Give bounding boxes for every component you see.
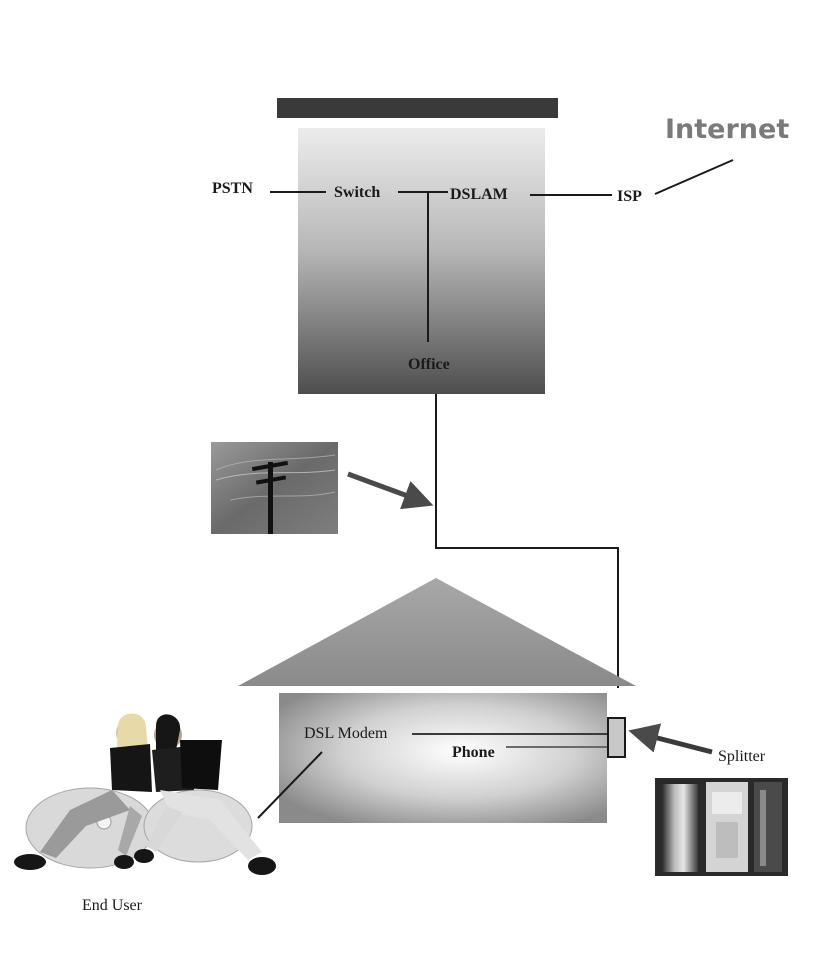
phone-label: Phone [452, 744, 495, 761]
dslam-label: DSLAM [450, 186, 508, 203]
splitter-label: Splitter [718, 748, 766, 765]
telephone-pole-photo [211, 442, 338, 534]
dsl-modem-label: DSL Modem [304, 725, 388, 742]
office-label: Office [408, 356, 450, 373]
splitter-photo [655, 778, 788, 876]
switch-label: Switch [334, 184, 380, 201]
splitter-box [607, 717, 626, 758]
pstn-label: PSTN [212, 180, 253, 197]
house-roof [238, 578, 636, 686]
isp-label: ISP [617, 188, 642, 205]
central-office-roof-bar [277, 98, 558, 118]
house-body [279, 693, 607, 823]
end-user-label: End User [82, 897, 143, 914]
central-office-building [298, 128, 545, 394]
isp-internet-line [654, 159, 734, 195]
telephone-line [435, 394, 619, 688]
pole-arrow [347, 471, 434, 510]
end-user-photo [14, 713, 276, 875]
splitter-arrow [628, 723, 713, 755]
end-user-connector-line [257, 751, 323, 819]
internet-label: Internet [665, 114, 789, 145]
